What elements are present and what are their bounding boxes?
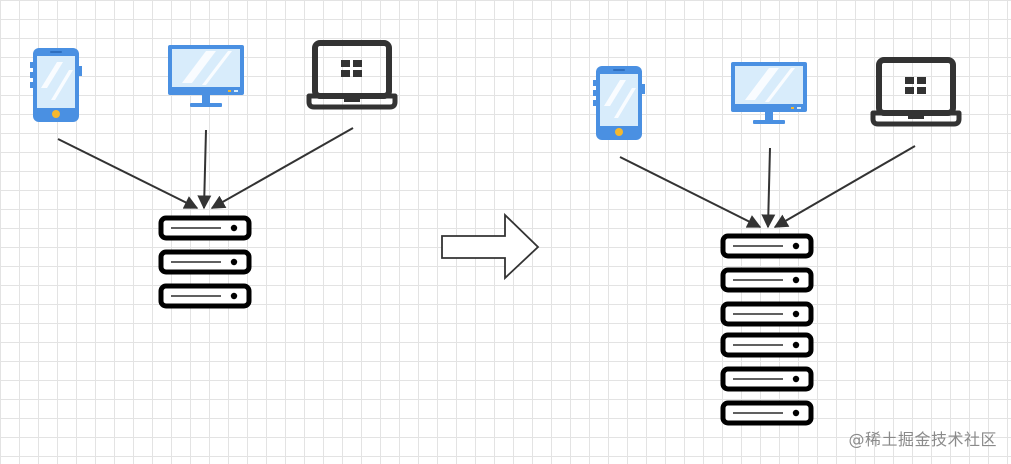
phone-icon (30, 48, 82, 122)
arrow-phone-to-server (619, 156, 762, 228)
server-unit-icon (161, 286, 249, 306)
laptop-icon (309, 43, 395, 107)
phone-icon (593, 66, 645, 140)
arrow-laptop-to-server (210, 127, 354, 209)
before-group (30, 43, 395, 306)
arrow-phone-to-server (57, 138, 199, 209)
arrow-monitor-to-server (761, 147, 776, 229)
server-unit-icon (723, 304, 811, 324)
arrow-monitor-to-server (197, 129, 212, 210)
server-stack-small (161, 218, 249, 306)
server-unit-icon (723, 335, 811, 355)
arrow-laptop-to-server (773, 145, 916, 228)
right-arrow-icon (441, 212, 540, 281)
server-unit-icon (723, 369, 811, 389)
monitor-icon (731, 62, 807, 124)
laptop-icon (873, 60, 959, 124)
monitor-icon (168, 45, 244, 107)
after-group (593, 60, 959, 423)
server-unit-icon (723, 270, 811, 290)
server-unit-icon (723, 403, 811, 423)
server-unit-icon (723, 236, 811, 256)
server-unit-icon (161, 252, 249, 272)
server-stack-large (723, 236, 811, 423)
server-unit-icon (161, 218, 249, 238)
watermark: @稀土掘金技术社区 (848, 430, 997, 449)
